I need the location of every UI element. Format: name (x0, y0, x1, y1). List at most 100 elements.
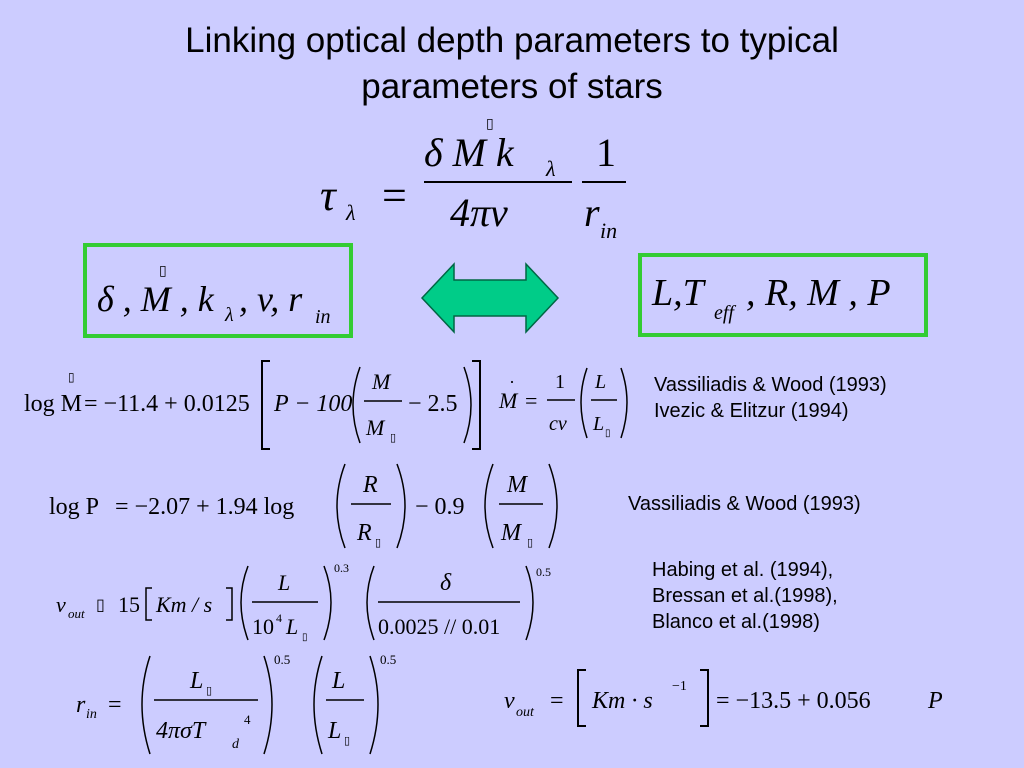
vout2-rhs-var: P (927, 688, 943, 714)
left-box-formula: ▯ δ , M , k λ , v, r in (97, 264, 331, 328)
logp-frac2-num: M (506, 472, 529, 498)
tau-subscript: λ (345, 200, 356, 225)
mdot-num: 1 (555, 371, 565, 393)
logp-frac-den: R (356, 520, 372, 546)
dot-placeholder-icon: ▯ (159, 264, 167, 279)
vout-frac-num: L (277, 570, 290, 595)
dot-placeholder-icon: ▯ (486, 117, 494, 132)
reference-blanco: Blanco et al.(1998) (652, 611, 820, 633)
rin-exp2: 0.5 (380, 652, 396, 667)
left-box-main: δ , M , k (97, 279, 215, 319)
reference-bressan: Bressan et al.(1998), (652, 585, 838, 607)
vout-frac-den-var: L (285, 614, 298, 639)
left-box-rest-sub: in (315, 306, 331, 328)
log-period-equation: log P = −2.07 + 1.94 log R R ▯ − 0.9 M M… (49, 463, 558, 549)
logp-lhs: log P (49, 494, 99, 520)
mdot-frac-den: L (592, 413, 604, 435)
vout-frac-den: 10 (252, 614, 274, 639)
logp-mid: = −2.07 + 1.94 log (115, 494, 294, 520)
rin-exp1: 0.5 (274, 652, 290, 667)
double-arrow-icon (420, 262, 560, 334)
logm-frac-num: M (371, 369, 392, 394)
reference-vassiliadis-wood-2: Vassiliadis & Wood (1993) (628, 493, 861, 515)
rin-frac-den: 4πσT (156, 718, 207, 744)
logm-minus: − 2.5 (408, 391, 458, 417)
numerator-2: 1 (596, 130, 616, 175)
vout-frac2-den: 0.0025 // 0.01 (378, 614, 500, 639)
optical-depth-params-box: ▯ δ , M , k λ , v, r in (83, 243, 353, 338)
title-line-1: Linking optical depth parameters to typi… (185, 21, 839, 60)
log-mass-loss-equation: ▯ log M = −11.4 + 0.0125 P − 100 M M ▯ −… (24, 360, 481, 450)
tau-symbol: τ (320, 171, 338, 220)
vout-approx: 15 (118, 592, 140, 617)
rin-frac2-num: L (331, 668, 345, 694)
rin-frac2-den: L (327, 718, 341, 744)
vout2-lhs-sub: out (516, 705, 535, 720)
inner-radius-equation: r in = L ▯ 4πσT d 4 0.5 L L ▯ 0.5 (76, 652, 396, 755)
rin-lhs-sub: in (86, 707, 97, 722)
mass-loss-rate-equation: · M = 1 cv L L ▯ (498, 367, 628, 439)
reference-group-3: Habing et al. (1994), Bressan et al.(199… (652, 557, 838, 635)
right-box-main: L,T (651, 272, 707, 314)
rin-frac-den-sub: d (232, 737, 240, 752)
left-box-sub: λ (224, 304, 234, 326)
mdot-den: cv (549, 413, 567, 435)
sun-symbol-icon: ▯ (605, 428, 611, 439)
rin-lhs: r (76, 692, 86, 718)
vout2-eq: = (550, 688, 564, 714)
rin-eq: = (108, 692, 122, 718)
right-box-formula: L,T eff , R, M , P (651, 272, 891, 324)
sun-symbol-icon: ▯ (390, 432, 396, 444)
vout-lhs-sub: out (68, 606, 85, 621)
right-box-sub: eff (714, 302, 736, 324)
sun-symbol-icon: ▯ (302, 632, 308, 643)
vout2-lhs: v (504, 688, 515, 714)
vout-frac2-num: δ (440, 570, 452, 596)
stellar-params-box: L,T eff , R, M , P (638, 253, 928, 337)
dot-symbol: · (509, 372, 515, 392)
logp-frac2-den: M (500, 520, 523, 546)
left-box-rest: , v, r (239, 279, 303, 319)
denominator-2: r (584, 190, 600, 235)
numerator: δ M k (424, 130, 515, 175)
mdot-eq: = (525, 388, 537, 413)
reference-group-1: Vassiliadis & Wood (1993) Ivezic & Elitz… (654, 372, 887, 424)
main-equation: τ λ = δ M k λ 4πv 1 r in ▯ (320, 117, 626, 243)
logp-frac-num: R (362, 472, 378, 498)
logm-mid: = −11.4 + 0.0125 (84, 391, 250, 417)
equals-sign: = (382, 171, 407, 220)
outflow-velocity-period-equation: v out = Km · s −1 = −13.5 + 0.056 P (504, 669, 943, 727)
vout-unit: Km / s (155, 592, 212, 617)
vout-exp1: 0.3 (334, 561, 349, 575)
approx-symbol-icon: ▯ (96, 597, 105, 614)
dot-placeholder-icon: ▯ (68, 370, 75, 384)
logp-minus: − 0.9 (415, 494, 465, 520)
logm-p: P − 100 (273, 391, 352, 417)
rin-frac-den-exp: 4 (244, 712, 251, 727)
logm-lhs: log M (24, 391, 82, 417)
vout2-unit-exp: −1 (672, 679, 687, 694)
sun-symbol-icon: ▯ (375, 537, 381, 549)
outflow-velocity-approx-equation: v out ▯ 15 Km / s L 10 4 L ▯ 0.3 δ 0.002… (56, 561, 551, 643)
denominator: 4πv (450, 190, 508, 235)
vout-lhs: v (56, 592, 66, 617)
sun-symbol-icon: ▯ (527, 537, 533, 549)
reference-group-2: Vassiliadis & Wood (1993) (628, 491, 861, 517)
logm-frac-den: M (365, 415, 386, 440)
vout2-rhs: = −13.5 + 0.056 (716, 688, 871, 714)
rin-frac-num: L (189, 668, 203, 694)
title-line-2: parameters of stars (361, 67, 663, 106)
reference-ivezic-elitzur: Ivezic & Elitzur (1994) (654, 400, 849, 422)
vout2-unit: Km · s (591, 688, 653, 714)
vout-exp2: 0.5 (536, 565, 551, 579)
slide-title: Linking optical depth parameters to typi… (0, 18, 1024, 110)
mdot-frac-num: L (594, 371, 606, 393)
vout-frac-den-exp: 4 (276, 611, 282, 625)
mdot-lhs: M (498, 388, 519, 413)
right-box-rest: , R, M , P (746, 272, 891, 314)
sun-symbol-icon: ▯ (206, 685, 212, 697)
numerator-subscript: λ (545, 156, 556, 181)
reference-habing: Habing et al. (1994), (652, 559, 834, 581)
reference-vassiliadis-wood: Vassiliadis & Wood (1993) (654, 374, 887, 396)
denominator-2-subscript: in (600, 218, 617, 243)
